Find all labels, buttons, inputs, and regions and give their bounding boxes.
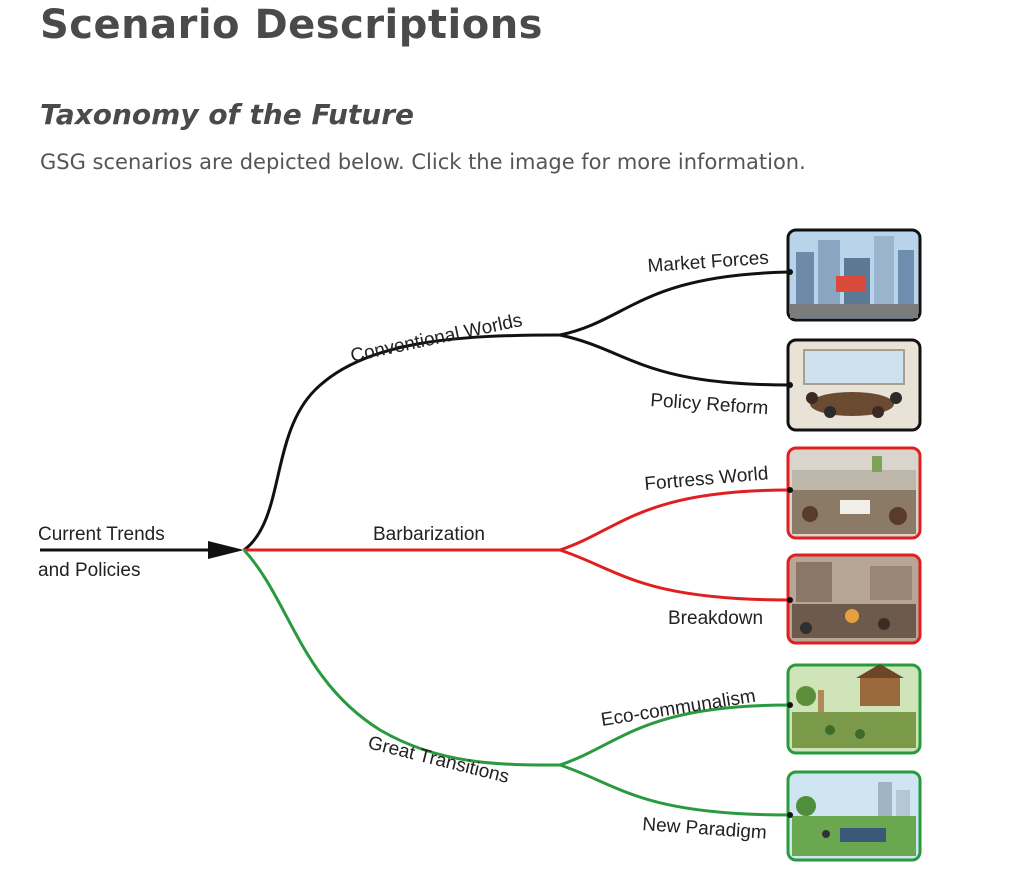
branch-great-line	[242, 548, 561, 767]
branch-conventional-label: Conventional Worlds	[349, 310, 525, 367]
branch-conventional-line	[243, 333, 561, 552]
sub-branch-paradigm-line	[559, 763, 791, 817]
sub-branch-breakdown-line	[559, 548, 791, 602]
scenario-paradigm-label: New Paradigm	[642, 814, 768, 844]
sub-branch-fortress-line	[559, 488, 791, 552]
node-dot	[787, 269, 793, 275]
node-dot	[787, 382, 793, 388]
sub-branch-market-line	[559, 270, 791, 337]
scenario-fortress-thumbnail[interactable]	[786, 446, 922, 540]
root-label-line1: Current Trends	[38, 524, 165, 545]
scenario-breakdown-thumbnail[interactable]	[786, 553, 922, 645]
root-label-line2: and Policies	[38, 560, 140, 581]
node-dot	[787, 812, 793, 818]
scenario-eco-label: Eco-communalism	[599, 686, 757, 731]
branch-great-label: Great Transitions	[366, 732, 511, 787]
scenario-paradigm-thumbnail[interactable]	[786, 770, 922, 862]
node-dot	[787, 487, 793, 493]
scenario-breakdown-label: Breakdown	[668, 608, 763, 629]
sub-branch-eco-line	[559, 703, 791, 767]
root-arrow-head	[208, 541, 244, 559]
node-dot	[787, 597, 793, 603]
page-title: Scenario Descriptions	[40, 2, 543, 48]
sub-branch-policy-line	[559, 333, 791, 387]
intro-text: GSG scenarios are depicted below. Click …	[40, 150, 806, 174]
section-title: Taxonomy of the Future	[40, 98, 415, 131]
node-dot	[787, 702, 793, 708]
scenario-market-thumbnail[interactable]	[786, 228, 922, 322]
scenario-policy-thumbnail[interactable]	[786, 338, 922, 432]
scenario-policy-label: Policy Reform	[650, 390, 769, 419]
scenario-eco-thumbnail[interactable]	[786, 663, 922, 755]
branch-barbarization-label: Barbarization	[373, 524, 485, 545]
